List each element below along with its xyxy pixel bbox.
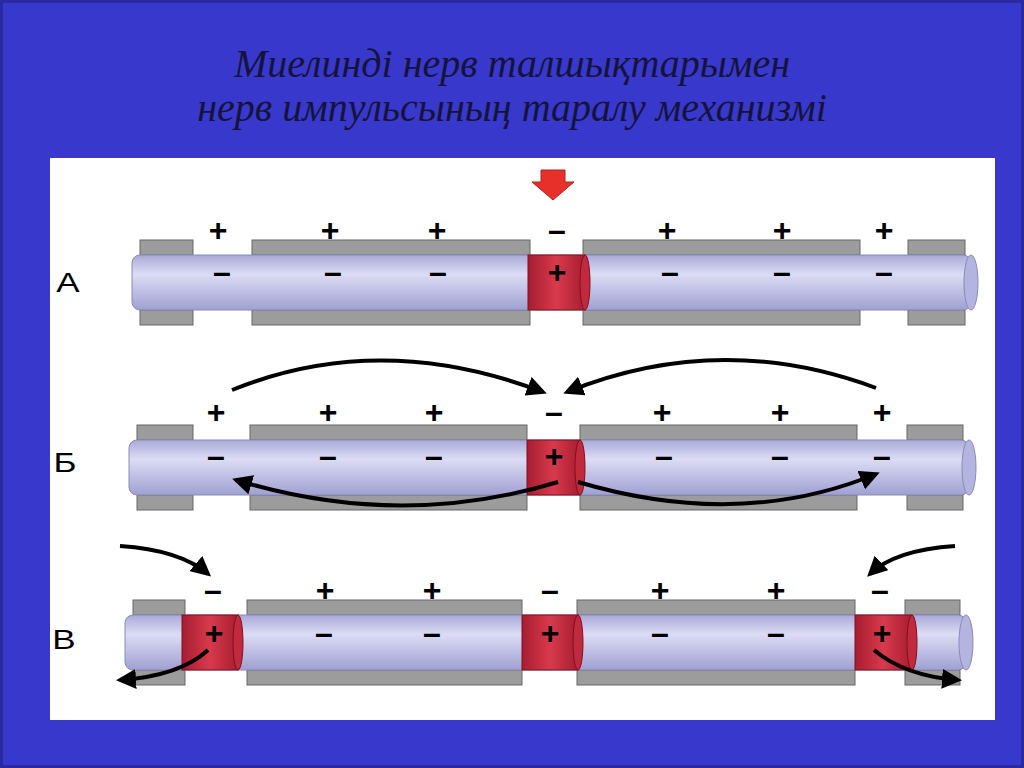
inner-charge: + (541, 617, 560, 649)
surface-charge: + (428, 214, 447, 246)
inner-charge: – (429, 256, 447, 288)
inner-charge: – (873, 440, 891, 472)
inner-charge: – (324, 256, 342, 288)
ranvier-node-edge (575, 440, 585, 495)
current-arrows (120, 360, 958, 680)
axon-row (129, 425, 976, 510)
myelin-sheath (140, 310, 193, 325)
surface-charge: + (425, 396, 444, 428)
inner-charge: – (651, 617, 669, 649)
inner-charge: – (661, 256, 679, 288)
myelin-sheath (137, 495, 193, 510)
inner-charge: – (655, 440, 673, 472)
myelin-sheath (247, 600, 522, 615)
ranvier-node-edge (573, 615, 583, 670)
myelin-sheath (583, 240, 860, 255)
myelin-sheath (908, 240, 965, 255)
surface-charge: + (319, 396, 338, 428)
myelin-sheath (247, 670, 522, 685)
axon-row (132, 240, 978, 325)
axon-end (959, 615, 973, 670)
ranvier-node-edge (580, 255, 590, 310)
axon (132, 255, 971, 310)
row-letter: А (56, 269, 79, 297)
myelin-sheath (577, 600, 855, 615)
surface-charge: + (767, 574, 786, 606)
surface-charge: + (773, 214, 792, 246)
row-letter: Б (54, 449, 77, 477)
surface-charge: + (875, 214, 894, 246)
title-text: Миелинді нерв талшықтарымен нерв импульс… (197, 41, 827, 130)
surface-charge: – (548, 214, 566, 246)
axon-end (962, 440, 976, 495)
myelin-sheath (908, 310, 965, 325)
inner-charge: – (207, 440, 225, 472)
myelin-sheath (583, 310, 860, 325)
surface-charge: + (651, 574, 670, 606)
inner-charge: + (873, 617, 892, 649)
myelin-sheath (252, 310, 530, 325)
surface-charge: + (658, 214, 677, 246)
surface-charge: + (321, 214, 340, 246)
myelin-sheath (905, 600, 960, 615)
inner-charge: – (771, 440, 789, 472)
surface-charge: – (541, 574, 559, 606)
inner-charge: – (767, 617, 785, 649)
ranvier-node-edge (907, 615, 917, 670)
inner-charge: – (875, 256, 893, 288)
inner-charge: – (425, 440, 443, 472)
inner-charge: – (315, 617, 333, 649)
myelin-sheath (252, 240, 530, 255)
surface-charge: + (653, 396, 672, 428)
myelin-sheath (907, 425, 963, 440)
myelin-sheath (577, 670, 855, 685)
myelin-sheath (140, 240, 193, 255)
myelin-sheath (907, 495, 963, 510)
axon-end (964, 255, 978, 310)
axon (125, 615, 966, 670)
myelin-sheath (580, 425, 857, 440)
stimulus-arrow (532, 170, 574, 200)
inner-charge: – (423, 617, 441, 649)
surface-charge: + (209, 214, 228, 246)
axon-row (125, 600, 973, 685)
surface-charge: + (873, 396, 892, 428)
surface-charge: – (871, 574, 889, 606)
inner-charge: – (213, 256, 231, 288)
myelin-sheath (137, 425, 193, 440)
ranvier-node (522, 615, 578, 670)
slide-title: Миелинді нерв талшықтарымен нерв импульс… (192, 42, 832, 130)
surface-charge: + (771, 396, 790, 428)
ranvier-node (855, 615, 912, 670)
surface-charge: – (204, 574, 222, 606)
inner-charge: – (319, 440, 337, 472)
myelin-sheath (133, 600, 185, 615)
ranvier-node-edge (233, 615, 243, 670)
surface-charge: + (316, 574, 335, 606)
inner-charge: + (205, 617, 224, 649)
surface-charge: + (423, 574, 442, 606)
surface-charge: + (207, 396, 226, 428)
inner-charge: – (773, 256, 791, 288)
surface-charge: – (545, 396, 563, 428)
ranvier-node (528, 255, 585, 310)
inner-charge: + (545, 440, 564, 472)
inner-charge: + (548, 256, 567, 288)
myelin-sheath (250, 425, 527, 440)
row-letter: В (52, 626, 75, 654)
